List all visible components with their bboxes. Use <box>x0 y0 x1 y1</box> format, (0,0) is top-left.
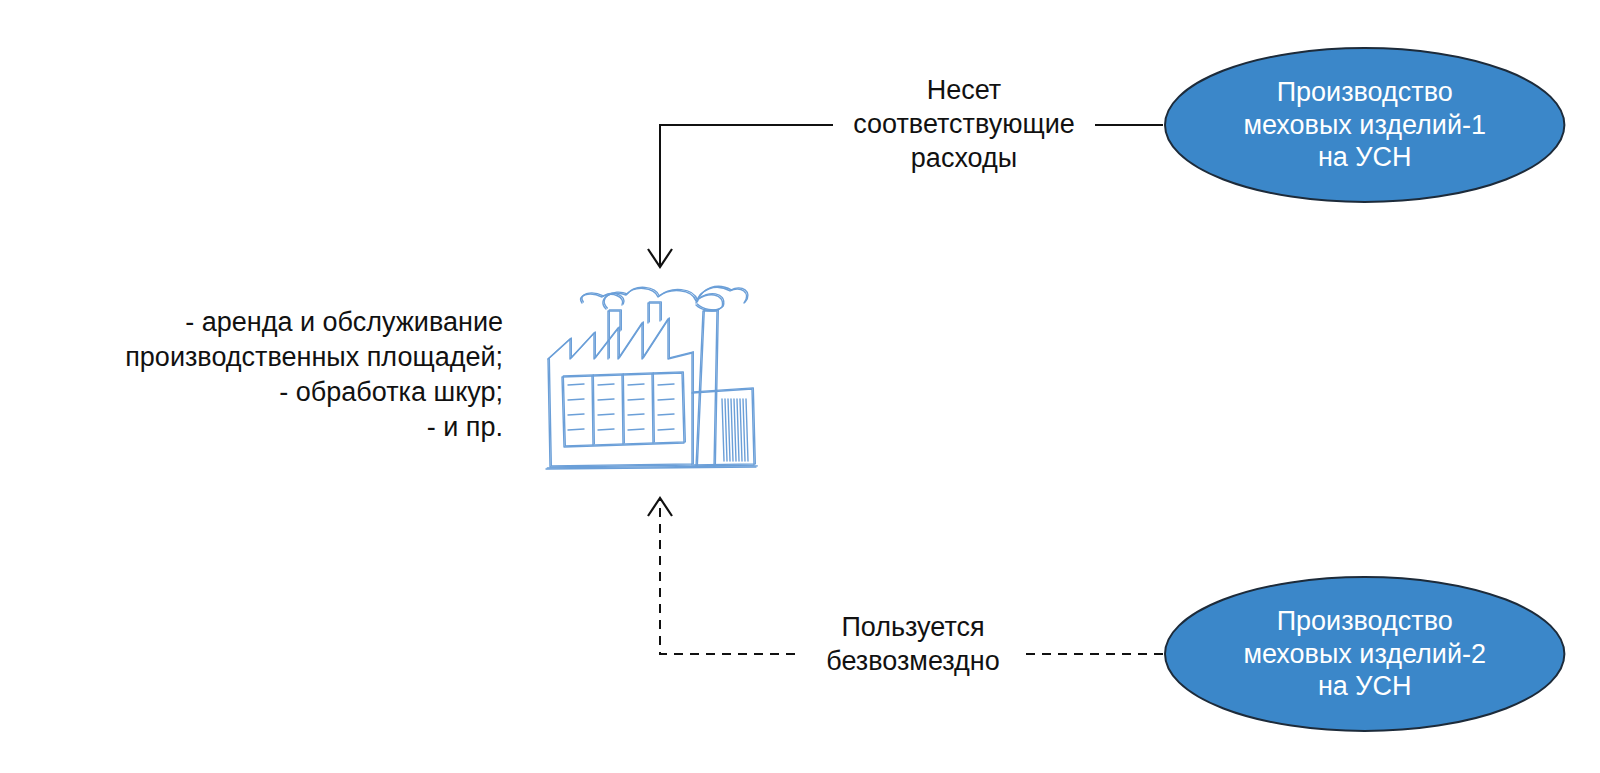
factory-stroke <box>592 374 653 445</box>
factory-stroke <box>547 466 757 468</box>
factory-hatch <box>658 414 674 415</box>
factory-stroke <box>696 311 717 467</box>
factory-stroke <box>692 389 754 466</box>
factory-stroke <box>609 310 621 358</box>
factory-stroke <box>693 388 755 465</box>
factory-stroke <box>562 373 684 447</box>
company-name: Производство меховых изделий-2 на УСН <box>1230 605 1500 704</box>
ellipse-outline <box>1165 577 1564 731</box>
cost-item: - аренда и обслуживание производственных… <box>23 305 503 375</box>
factory-stroke <box>582 293 624 304</box>
factory-hatch <box>598 414 614 415</box>
factory-hatch <box>598 399 614 400</box>
ellipse-text-wrap: Производство меховых изделий-2 на УСН <box>1230 605 1500 704</box>
factory-hatch <box>568 399 584 400</box>
factory-hatch <box>740 399 742 461</box>
factory-hatch <box>722 399 724 461</box>
ellipse-text-wrap: Производство меховых изделий-1 на УСН <box>1230 76 1500 175</box>
factory-hatch <box>568 429 584 430</box>
factory-hatch <box>746 399 748 461</box>
factory-hatch <box>658 384 674 385</box>
factory-hatch <box>628 414 644 415</box>
cost-item: - обработка шкур; <box>23 375 503 410</box>
factory-hatch <box>731 399 733 461</box>
factory-stroke <box>593 373 654 444</box>
factory-stroke <box>563 372 685 446</box>
ellipse-outline <box>1165 48 1564 202</box>
company-ellipse: Производство меховых изделий-1 на УСН <box>1163 46 1566 204</box>
factory-hatch <box>568 414 584 415</box>
factory-stroke <box>548 353 692 467</box>
cost-item: - и пр. <box>23 410 503 445</box>
factory-stroke <box>549 352 693 466</box>
connector-label: Пользуется безвозмездно <box>802 609 1024 681</box>
factory-stroke <box>697 310 718 466</box>
factory-hatch <box>628 429 644 430</box>
factory-hatch <box>598 429 614 430</box>
factory-hatch <box>728 399 730 461</box>
cost-list: - аренда и обслуживание производственных… <box>23 305 503 445</box>
factory-hatch <box>725 399 727 461</box>
factory-stroke <box>697 286 748 302</box>
company-ellipse: Производство меховых изделий-2 на УСН <box>1163 575 1566 733</box>
factory-hatch <box>628 384 644 385</box>
factory-hatch <box>568 384 584 385</box>
factory-illustration <box>546 281 776 486</box>
factory-hatch <box>598 384 614 385</box>
factory-hatch <box>658 399 674 400</box>
factory-node: - аренда и обслуживание производственных… <box>546 281 776 486</box>
connector-label: Несет соответствующие расходы <box>833 72 1095 177</box>
factory-hatch <box>737 399 739 461</box>
factory-hatch <box>628 399 644 400</box>
factory-stroke <box>649 302 661 322</box>
factory-hatch <box>658 429 674 430</box>
company-name: Производство меховых изделий-1 на УСН <box>1230 76 1500 175</box>
factory-hatch <box>743 399 745 461</box>
factory-hatch <box>734 399 736 461</box>
